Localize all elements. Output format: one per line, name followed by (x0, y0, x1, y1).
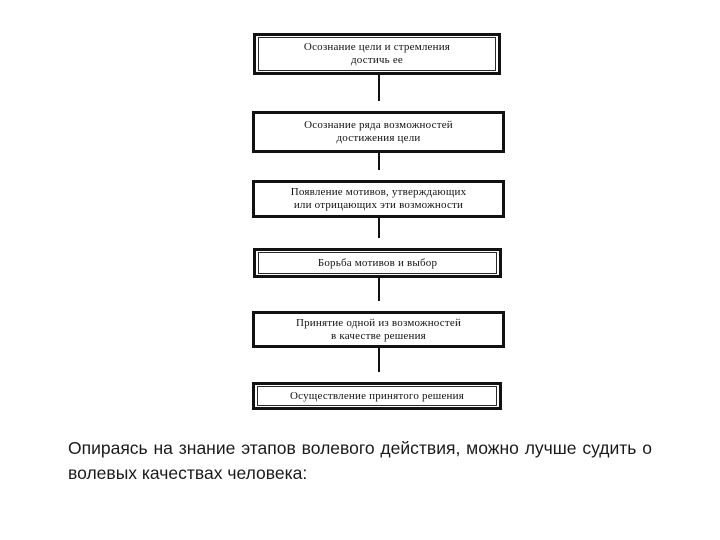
flow-node-label: Появление мотивов, утверждающих или отри… (290, 186, 467, 211)
arrow-stage2-to-stage3 (372, 153, 386, 191)
flow-node-stage-5[interactable]: Принятие одной из возможностей в качеств… (252, 311, 505, 348)
flow-node-stage-6[interactable]: Осуществление принятого решения (252, 382, 502, 410)
flow-node-label: Борьба мотивов и выбор (317, 256, 438, 269)
flow-node-label: Осознание цели и стремления достичь ее (303, 41, 451, 66)
arrow-stage3-to-stage4 (372, 218, 386, 259)
flow-node-stage-1[interactable]: Осознание цели и стремления достичь ее (253, 33, 501, 75)
flow-node-label: Осознание ряда возможностей достижения ц… (304, 119, 453, 144)
arrow-stage1-to-stage2 (372, 75, 386, 122)
slide-caption: Опираясь на знание этапов волевого дейст… (68, 436, 652, 486)
arrow-stage4-to-stage5 (372, 278, 386, 322)
arrow-stage5-to-stage6 (372, 348, 386, 393)
flow-node-stage-3[interactable]: Появление мотивов, утверждающих или отри… (252, 180, 505, 218)
slide-caption-text: Опираясь на знание этапов волевого дейст… (68, 438, 652, 483)
flow-node-stage-2[interactable]: Осознание ряда возможностей достижения ц… (252, 111, 505, 153)
flow-node-label: Осуществление принятого решения (290, 389, 464, 402)
flow-node-stage-4[interactable]: Борьба мотивов и выбор (253, 248, 502, 278)
flow-node-label: Принятие одной из возможностей в качеств… (295, 316, 462, 342)
